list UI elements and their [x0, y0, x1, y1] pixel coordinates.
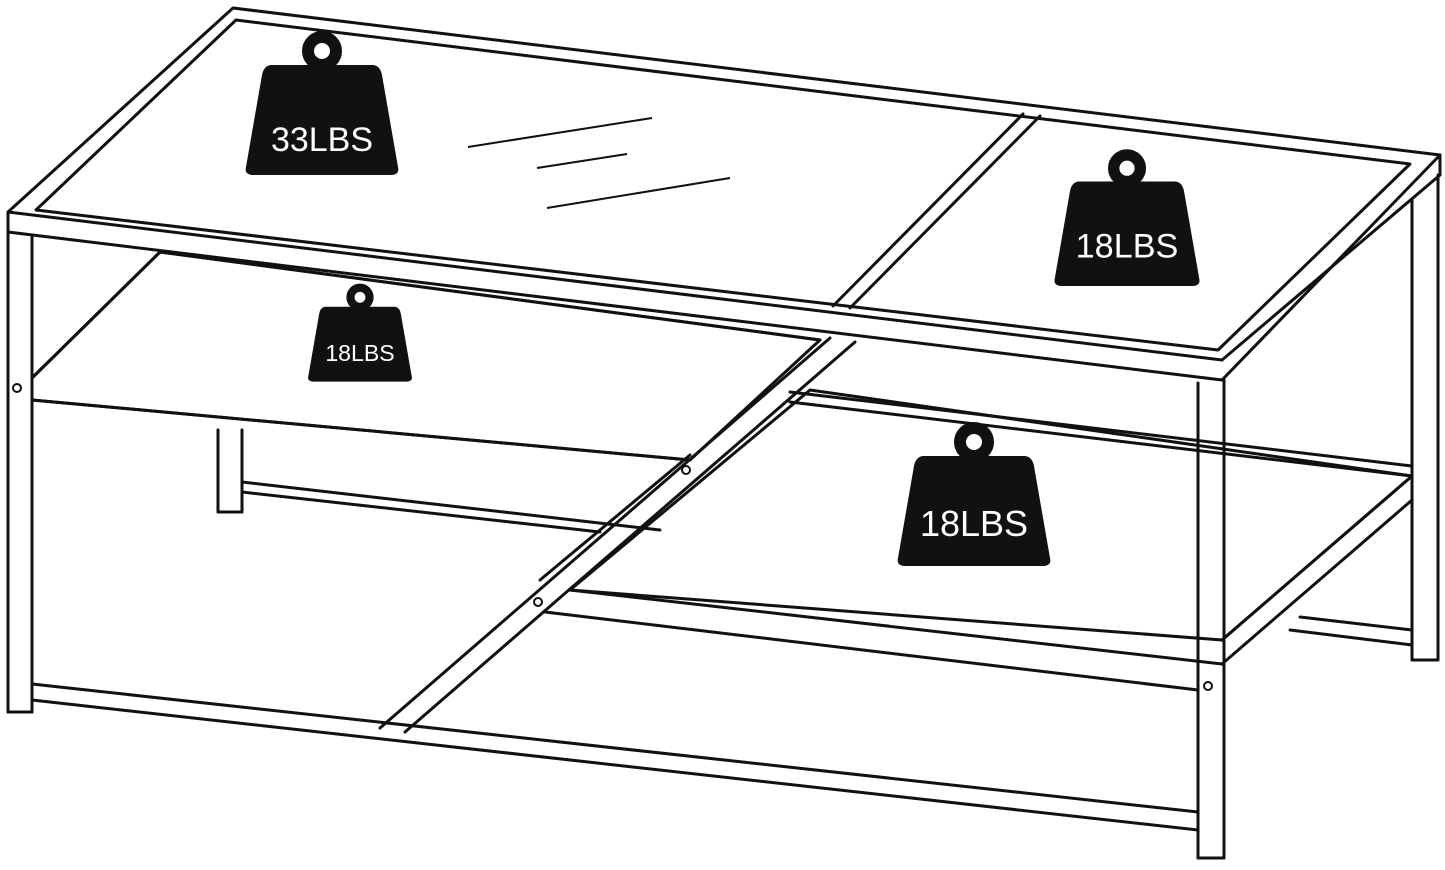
screw-hole [12, 383, 22, 393]
weight-label-middle-shelf: 18LBS [325, 340, 394, 366]
glass-panel [34, 18, 1412, 352]
weight-icon-lower-shelf: 18LBS [897, 422, 1051, 566]
weight-icon-middle-shelf: 18LBS [308, 283, 412, 382]
screw-hole [1203, 681, 1213, 691]
screw-holes [12, 383, 1213, 691]
screw-hole [681, 465, 691, 475]
table-frame [6, 6, 1442, 860]
tabletop-outline [6, 6, 1442, 382]
weight-label-lower-shelf: 18LBS [920, 503, 1028, 544]
glass-reflection-marks [467, 117, 731, 209]
weight-label-top-left: 33LBS [271, 121, 373, 159]
weight-label-top-right: 18LBS [1076, 228, 1179, 266]
screw-hole [533, 597, 543, 607]
weight-icon-top-left: 33LBS [245, 31, 399, 175]
weight-icon-top-right: 18LBS [1054, 149, 1200, 286]
